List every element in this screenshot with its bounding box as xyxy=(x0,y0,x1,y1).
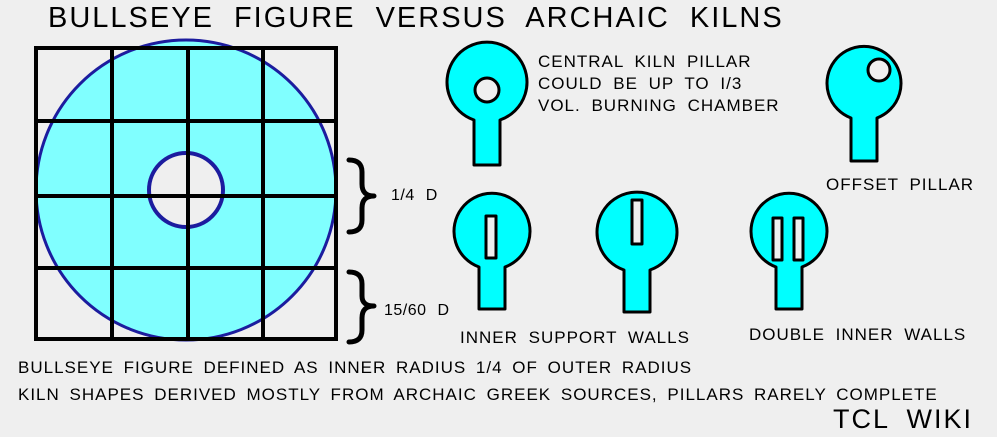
central-note-line2: COULD BE UP TO I/3 xyxy=(538,74,743,93)
kiln-offset-pillar xyxy=(825,44,903,163)
footer-line-1: BULLSEYE FIGURE DEFINED AS INNER RADIUS … xyxy=(18,358,693,377)
bullseye-grid xyxy=(34,46,338,341)
inner-support-walls-label: INNER SUPPORT WALLS xyxy=(460,328,690,347)
kiln-double-walls xyxy=(749,191,829,311)
offset-pillar-icon xyxy=(866,57,892,83)
double-inner-walls-label: DOUBLE INNER WALLS xyxy=(749,325,967,344)
kiln-inner-wall-left xyxy=(452,191,532,311)
brace-fifteen-d xyxy=(346,269,377,345)
inner-wall-icon xyxy=(484,214,498,260)
offset-pillar-label: OFFSET PILLAR xyxy=(826,175,975,194)
central-pillar-icon xyxy=(473,76,501,104)
bullseye-figure xyxy=(34,38,338,342)
brace-quarter-d xyxy=(346,157,377,235)
page-title: BULLSEYE FIGURE VERSUS ARCHAIC KILNS xyxy=(48,2,784,34)
dimension-fifteen-d: 15/60 D xyxy=(384,302,450,319)
inner-wall-icon xyxy=(630,198,644,246)
kiln-inner-wall-center xyxy=(595,190,679,314)
kiln-central-pillar xyxy=(445,40,529,167)
dimension-quarter-d: 1/4 D xyxy=(391,187,438,204)
central-note-line3: VOL. BURNING CHAMBER xyxy=(538,96,780,115)
central-note-line1: CENTRAL KILN PILLAR xyxy=(538,52,752,71)
double-wall-right-icon xyxy=(792,216,805,262)
footer-line-2: KILN SHAPES DERIVED MOSTLY FROM ARCHAIC … xyxy=(18,385,938,404)
tcl-wiki-watermark: TCL WIKI xyxy=(833,404,974,434)
double-wall-left-icon xyxy=(771,216,784,262)
